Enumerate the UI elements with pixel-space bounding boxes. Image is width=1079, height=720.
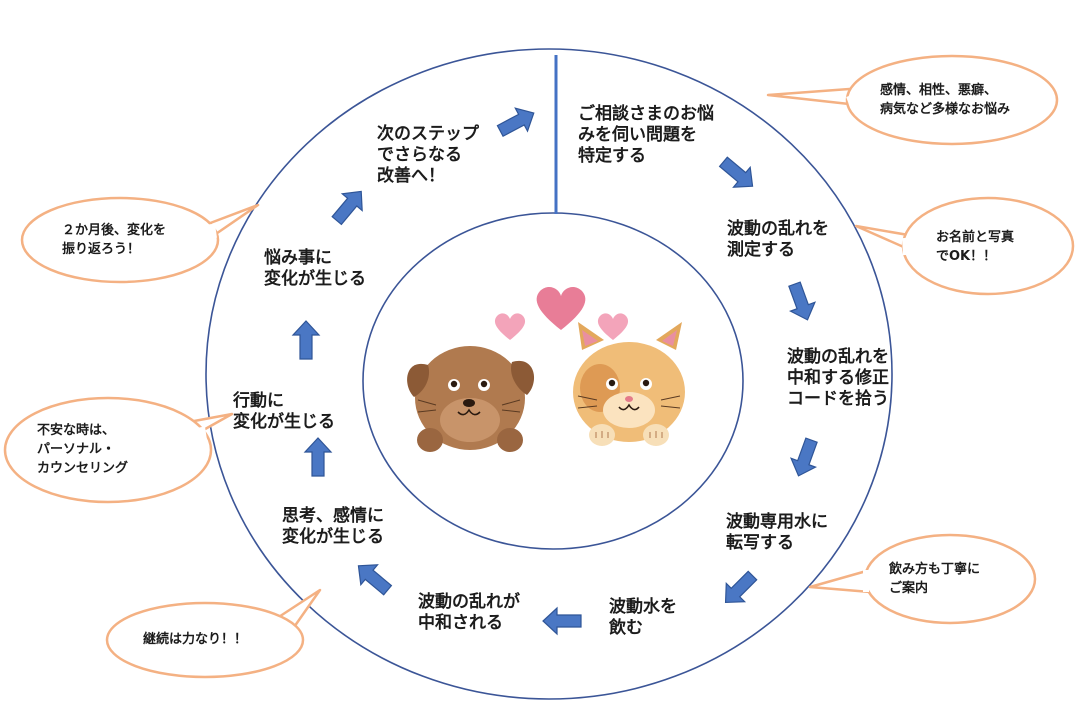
callout-2-text: お名前と写真 でOK！！ [936,230,1015,264]
cat-icon [573,322,685,446]
callout-4-text: 継続は力なり！！ [143,632,248,647]
step-9-label: 悩み事に 変化が生じる [264,248,366,289]
arrow-7-to-8 [304,437,332,477]
arrow-3-to-4 [785,435,825,481]
step-1-label: ご相談さまのお悩 みを伺い問題を 特定する [578,104,714,166]
step-3-label: 波動の乱れを 中和する修正 コードを拾う [787,347,889,409]
callout-bubble-2 [854,196,1075,296]
small-heart-right-icon [597,313,629,340]
arrow-8-to-9 [292,320,320,360]
step-7-label: 思考、感情に 変化が生じる [282,506,384,547]
step-2-label: 波動の乱れを 測定する [727,219,829,260]
arrow-4-to-5 [715,565,763,613]
callout-bubble-3 [808,533,1037,625]
callout-1-text: 感情、相性、悪癖、 病気など多様なお悩み [880,83,1011,117]
arrow-6-to-7 [349,555,397,601]
callout-5-text: 不安な時は、 パーソナル・ カウンセリング [37,423,129,476]
arrow-1-to-2 [714,151,762,197]
callout-bubble-4 [105,588,322,679]
dog-icon [407,346,535,452]
callout-3-text: 飲み方も丁寧に ご案内 [889,562,981,596]
small-heart-left-icon [494,313,526,340]
outer-ring [205,48,893,700]
inner-ring [362,212,744,550]
step-10-label: 次のステップ でさらなる 改善へ！ [377,124,479,186]
callout-bubble-1 [766,54,1059,146]
big-heart-icon [536,286,586,330]
arrow-2-to-3 [781,279,821,325]
callout-bubble-6 [20,196,260,284]
step-5-label: 波動水を 飲む [609,597,677,638]
step-6-label: 波動の乱れが 中和される [418,592,520,633]
step-4-label: 波動専用水に 転写する [726,512,828,553]
dog-and-cat-illustration [407,286,685,452]
arrow-9-to-10 [326,182,372,230]
callout-bubble-5 [3,396,234,504]
step-8-label: 行動に 変化が生じる [233,391,335,432]
callout-6-text: ２か月後、変化を 振り返ろう！ [62,223,167,257]
arrow-5-to-6 [542,607,582,635]
arrow-10-to-1 [493,101,541,143]
